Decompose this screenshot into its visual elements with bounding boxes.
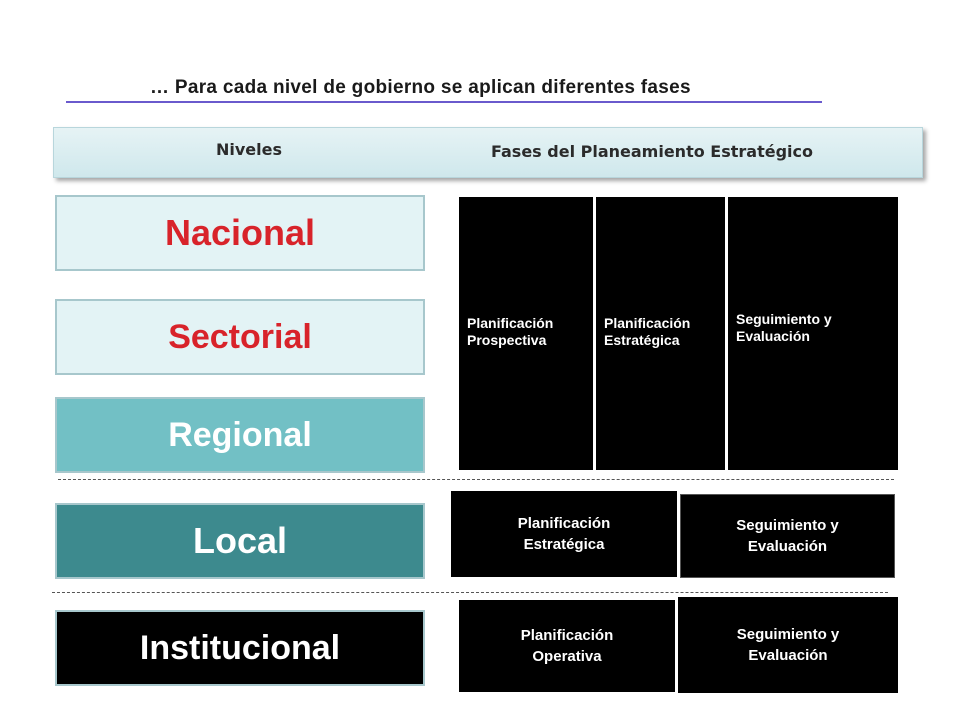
phase-label-line1: Seguimiento y [736, 517, 839, 534]
level-nacional: Nacional [55, 195, 425, 271]
phase-seguimiento-evaluacion: Seguimiento y Evaluación [728, 197, 898, 470]
phase-institucional-planificacion-operativa: Planificación Operativa [459, 600, 675, 692]
slide-title: … Para cada nivel de gobierno se aplican… [150, 77, 691, 98]
title-underline [66, 101, 822, 103]
phase-label: Seguimiento y Evaluación [737, 624, 840, 666]
header-bar: Niveles Fases del Planeamiento Estratégi… [53, 127, 923, 178]
level-sectorial: Sectorial [55, 299, 425, 375]
phase-label-line1: Planificación [467, 315, 554, 331]
level-institucional: Institucional [55, 610, 425, 686]
phase-label: Seguimiento y Evaluación [736, 515, 839, 557]
phase-label-line2: Estratégica [604, 332, 680, 348]
phase-label-line2: Evaluación [736, 328, 810, 344]
phase-label-line1: Planificación [604, 315, 691, 331]
phase-label-line2: Prospectiva [467, 332, 547, 348]
phase-label: Planificación Estratégica [518, 513, 611, 555]
phase-label-line2: Operativa [532, 648, 602, 665]
dashed-divider-lower [52, 592, 888, 593]
phase-planificacion-estrategica: Planificación Estratégica [596, 197, 725, 470]
phase-local-seguimiento-evaluacion: Seguimiento y Evaluación [680, 494, 895, 578]
phase-label: Seguimiento y Evaluación [736, 311, 832, 345]
phase-label-line1: Seguimiento y [736, 626, 840, 643]
phase-label-line2: Estratégica [523, 536, 605, 553]
phase-label: Planificación Operativa [521, 625, 614, 667]
phases-header: Fases del Planeamiento Estratégico [491, 142, 813, 161]
phase-label-line2: Evaluación [747, 538, 828, 555]
dashed-divider-upper [58, 479, 894, 480]
phase-label-line2: Evaluación [748, 647, 828, 664]
phase-label-line1: Planificación [520, 627, 614, 644]
phase-label-line1: Seguimiento y [736, 311, 832, 327]
level-regional: Regional [55, 397, 425, 473]
level-local: Local [55, 503, 425, 579]
phase-label: Planificación Estratégica [604, 315, 690, 349]
phase-institucional-seguimiento-evaluacion: Seguimiento y Evaluación [678, 597, 898, 693]
phase-planificacion-prospectiva: Planificación Prospectiva [459, 197, 593, 470]
phase-label-line1: Planificación [517, 515, 611, 532]
levels-header: Niveles [216, 140, 283, 159]
phase-label: Planificación Prospectiva [467, 315, 553, 349]
phase-local-planificacion-estrategica: Planificación Estratégica [451, 491, 677, 577]
